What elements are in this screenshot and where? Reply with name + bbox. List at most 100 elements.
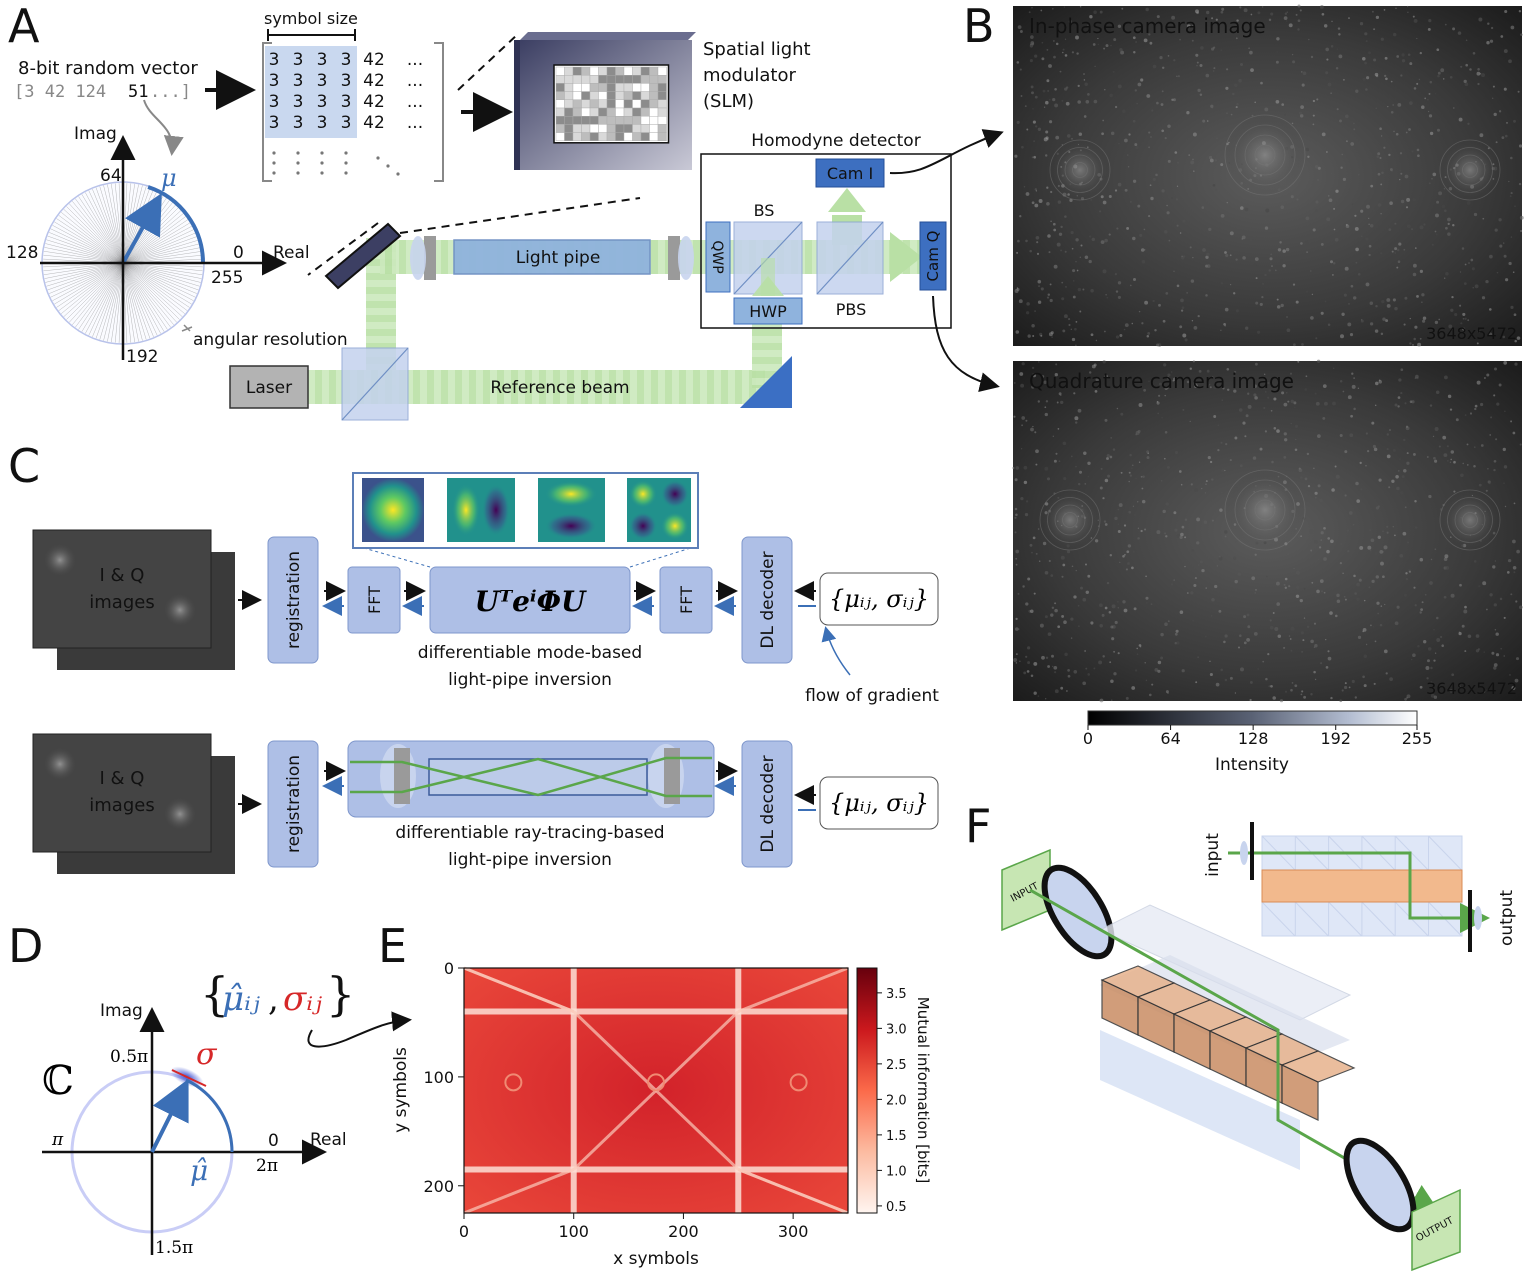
speckle-grain [1405, 131, 1408, 134]
speckle-grain [1015, 466, 1020, 470]
speckle-grain [1197, 656, 1199, 658]
speckle-grain [1384, 603, 1386, 606]
resolution-spoke [92, 262, 124, 337]
speckle-grain [1243, 8, 1248, 13]
speckle-grain [1319, 498, 1323, 503]
matrix-cell: 3 [341, 113, 352, 133]
speckle-grain [1283, 16, 1288, 20]
speckle-grain [1375, 304, 1378, 308]
speckle-grain [1208, 227, 1212, 232]
speckle-grain [1014, 289, 1019, 293]
slm-label-line1: Spatial light [703, 39, 811, 60]
speckle-grain [1380, 252, 1383, 255]
speckle-grain [1380, 332, 1384, 336]
speckle-grain [1433, 629, 1435, 631]
quadrature-resolution: 3648x5472 [1426, 679, 1517, 698]
speckle-grain [1067, 674, 1071, 678]
speckle-grain [1123, 608, 1128, 613]
speckle-grain [1443, 453, 1448, 458]
speckle-grain [1503, 254, 1507, 258]
speckle-grain [1460, 473, 1464, 478]
speckle-grain [1050, 190, 1053, 194]
speckle-grain [1297, 360, 1300, 363]
slm-pixel [640, 74, 650, 84]
speckle-grain [1482, 217, 1485, 220]
panel-c: C I & Q images registration FFT UᵀeⁱΦU [8, 439, 939, 874]
intensity-tick-label: 255 [1402, 729, 1433, 748]
speckle-grain [1095, 339, 1098, 342]
speckle-grain [1195, 9, 1199, 14]
speckle-grain [1064, 250, 1067, 253]
speckle-grain [1519, 443, 1522, 446]
resolution-spoke [122, 262, 143, 341]
speckle-grain [1352, 122, 1355, 125]
speckle-grain [1314, 643, 1318, 648]
symbol-highlight [265, 46, 357, 138]
speckle-grain [1128, 133, 1131, 136]
speckle-grain [1034, 54, 1038, 58]
speckle-grain [1346, 529, 1350, 532]
speckle-grain [1205, 483, 1207, 485]
speckle-grain [1487, 22, 1490, 25]
speckle-grain [1403, 248, 1406, 251]
slm-pixel [572, 115, 582, 125]
speckle-grain [1459, 583, 1462, 587]
speckle-grain [1434, 93, 1437, 95]
speckle-grain [1409, 62, 1413, 66]
speckle-grain [1320, 662, 1323, 665]
speckle-grain [1513, 502, 1516, 505]
speckle-grain [1373, 447, 1378, 452]
speckle-grain [1175, 198, 1179, 201]
resolution-spoke [122, 262, 201, 283]
speckle-grain [1318, 558, 1320, 561]
speckle-grain [1464, 650, 1467, 653]
speckle-grain [1244, 207, 1249, 212]
speckle-grain [1049, 283, 1052, 286]
speckle-grain [1061, 99, 1064, 102]
speckle-grain [1052, 98, 1056, 102]
speckle-grain [1402, 531, 1407, 536]
speckle-grain [1036, 252, 1040, 255]
speckle-grain [1475, 634, 1480, 638]
speckle-grain [1172, 377, 1177, 382]
speckle-grain [1407, 11, 1409, 13]
speckle-grain [1145, 596, 1149, 600]
mi-x-tick-label: 200 [668, 1222, 699, 1241]
speckle-grain [1380, 37, 1384, 41]
speckle-grain [1221, 491, 1223, 494]
speckle-grain [1111, 637, 1115, 641]
speckle-grain [1448, 324, 1453, 329]
speckle-grain [1502, 447, 1506, 452]
speckle-grain [1218, 609, 1222, 613]
resolution-spoke [92, 189, 124, 264]
speckle-grain [1378, 380, 1383, 384]
tick-0: 0 [233, 243, 244, 263]
speckle-grain [1348, 511, 1353, 515]
speckle-grain [1182, 219, 1186, 223]
resolution-spoke [49, 262, 124, 294]
speckle-grain [1083, 73, 1085, 75]
speckle-grain [1478, 17, 1483, 22]
speckle-grain [1025, 419, 1028, 422]
speckle-grain [1233, 370, 1237, 374]
speckle-grain [1472, 52, 1476, 55]
speckle-grain [1394, 222, 1397, 225]
speckle-grain [1151, 109, 1154, 112]
speckle-grain [1347, 550, 1350, 553]
slm-pixel [606, 99, 616, 109]
speckle-grain [1434, 320, 1439, 325]
speckle-grain [1386, 525, 1389, 528]
speckle-grain [1104, 523, 1108, 526]
speckle-grain [1075, 569, 1078, 572]
speckle-grain [1136, 102, 1138, 105]
speckle-grain [1382, 530, 1384, 533]
speckle-grain [1239, 634, 1242, 637]
speckle-grain [1189, 246, 1192, 249]
speckle-grain [1397, 260, 1401, 263]
matrix-dot [344, 151, 348, 155]
speckle-grain [1015, 557, 1018, 560]
speckle-grain [1380, 605, 1383, 607]
speckle-grain [1243, 641, 1247, 645]
slm-pixel [606, 74, 616, 84]
